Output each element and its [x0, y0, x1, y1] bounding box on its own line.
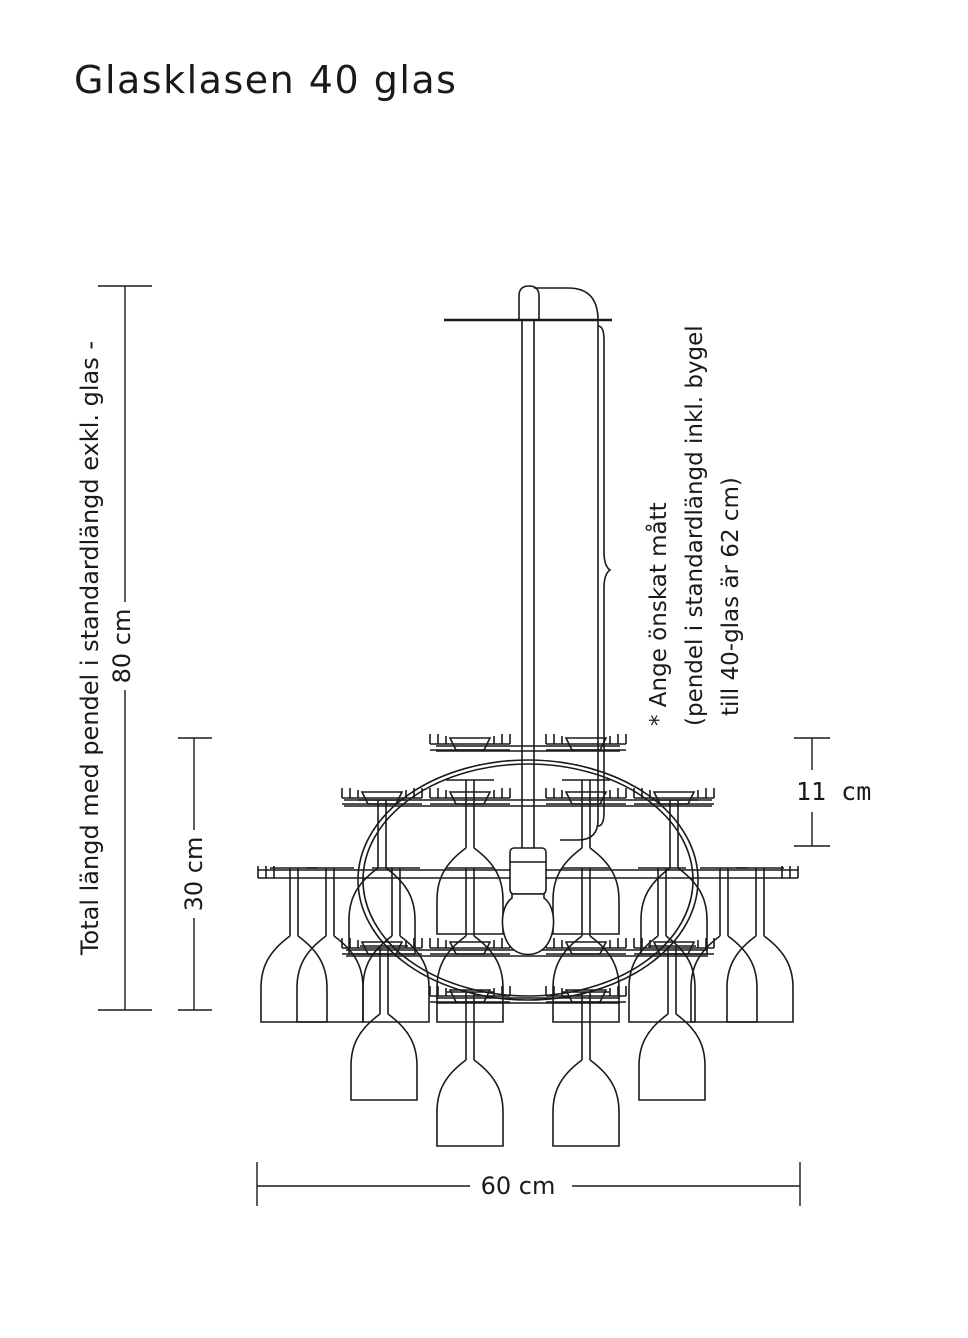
total-length-value: 80 cm — [108, 609, 136, 684]
note-line-2: (pendel i standardlängd inkl. bygel — [682, 325, 708, 726]
page-title: Glasklasen 40 glas — [74, 58, 458, 102]
length-bracket — [597, 325, 612, 827]
note-line-3: till 40-glas är 62 cm) — [718, 477, 744, 716]
pendant-rod — [444, 285, 612, 860]
frame-ring — [357, 759, 699, 1001]
total-length-label: Total längd med pendel i standardlängd e… — [76, 341, 104, 956]
note-line-1: * Ange önskat mått — [644, 502, 672, 726]
body-height-value: 30 cm — [180, 837, 208, 912]
width-value: 60 cm — [481, 1172, 556, 1200]
tier-spacing-value: 11 cm — [796, 777, 871, 806]
dimension-width — [256, 1162, 801, 1206]
glasses — [260, 779, 794, 1147]
light-bulb — [501, 847, 555, 956]
dimension-body-height — [178, 737, 212, 1011]
dimension-tier-spacing — [794, 737, 830, 847]
dimension-total-length — [98, 285, 152, 1011]
